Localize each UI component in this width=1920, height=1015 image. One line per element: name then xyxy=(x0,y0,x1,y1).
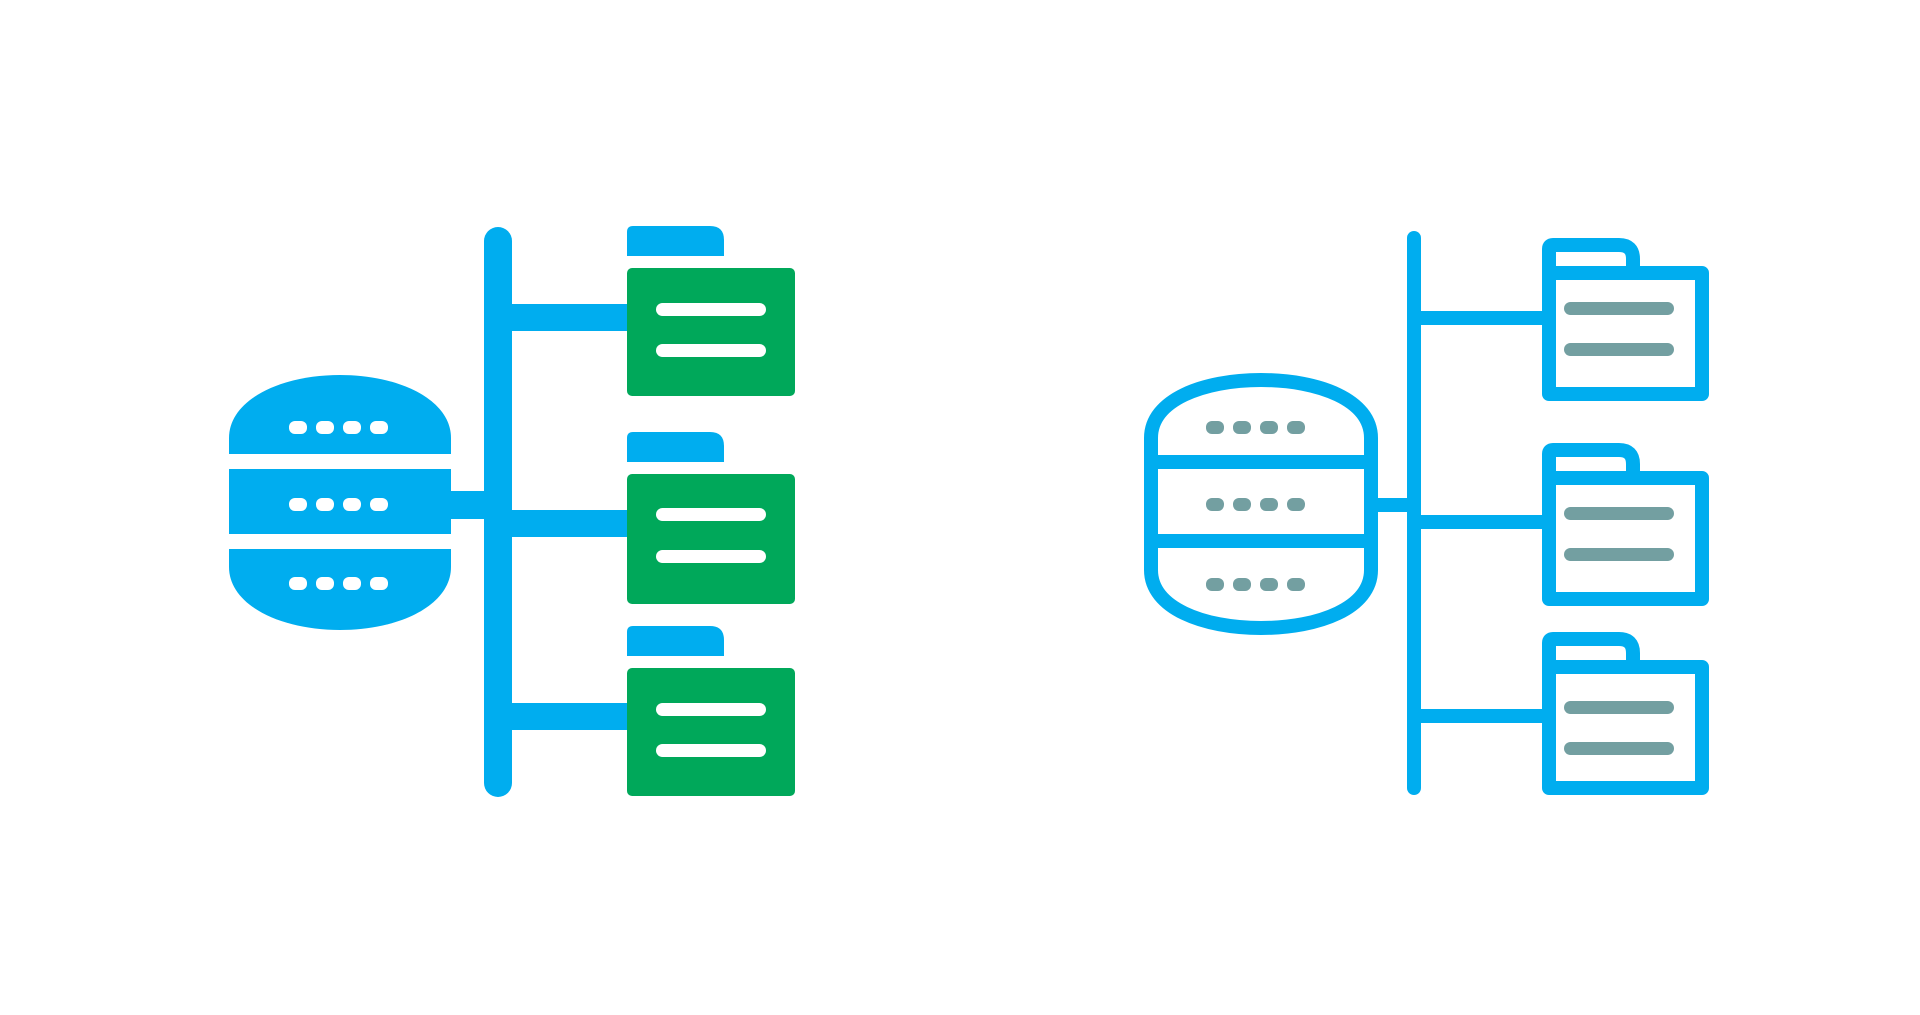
server-dot xyxy=(316,498,334,511)
server-dot xyxy=(370,421,388,434)
server-icon xyxy=(1144,373,1378,635)
server-dot xyxy=(343,577,361,590)
folder-icon xyxy=(627,626,795,796)
server-dot xyxy=(1287,421,1305,434)
folder-line xyxy=(1564,548,1674,561)
server-dot xyxy=(370,498,388,511)
server-dot xyxy=(1260,421,1278,434)
server-dot xyxy=(1260,578,1278,591)
folder-line xyxy=(656,744,766,757)
folder-outline xyxy=(1542,238,1709,401)
folder-body xyxy=(627,474,795,604)
server-dot xyxy=(1260,498,1278,511)
network-branch xyxy=(512,703,628,730)
server-dot xyxy=(289,577,307,590)
folder-line xyxy=(656,303,766,316)
server-dot xyxy=(1233,578,1251,591)
folder-line xyxy=(656,344,766,357)
server-dot xyxy=(289,421,307,434)
folder-icon xyxy=(1542,238,1709,401)
server-icon xyxy=(229,375,451,630)
server-connector xyxy=(451,491,484,519)
server-dot xyxy=(1206,578,1224,591)
server-dot xyxy=(1233,421,1251,434)
network-branch xyxy=(512,510,628,537)
folder-line xyxy=(1564,302,1674,315)
folder-line xyxy=(656,703,766,716)
folder-icon xyxy=(627,226,795,396)
server-dot xyxy=(370,577,388,590)
folder-line xyxy=(656,550,766,563)
folder-line xyxy=(1564,701,1674,714)
server-dot xyxy=(1233,498,1251,511)
folder-line xyxy=(1564,343,1674,356)
folder-line xyxy=(1564,742,1674,755)
server-folder-network-icon-outline xyxy=(1144,231,1709,795)
folder-outline xyxy=(1542,632,1709,795)
server-middle-segment xyxy=(229,469,451,534)
folder-tab xyxy=(627,626,724,656)
server-dot xyxy=(1287,578,1305,591)
server-status-dots xyxy=(289,421,388,590)
network-trunk xyxy=(484,227,512,797)
server-top-segment xyxy=(229,375,451,454)
server-folder-network-icon-filled xyxy=(229,226,795,797)
server-dot xyxy=(343,421,361,434)
server-dot xyxy=(1206,498,1224,511)
folder-outline xyxy=(1542,443,1709,606)
folder-body xyxy=(627,668,795,796)
server-dot xyxy=(316,577,334,590)
folder-body xyxy=(627,268,795,396)
folder-icon xyxy=(627,432,795,604)
folder-icon xyxy=(1542,632,1709,795)
folder-icon xyxy=(1542,443,1709,606)
folder-line xyxy=(1564,507,1674,520)
network-branch xyxy=(512,304,628,331)
folder-line xyxy=(656,508,766,521)
server-dot xyxy=(343,498,361,511)
server-dot xyxy=(1206,421,1224,434)
server-status-dots xyxy=(1206,421,1305,591)
folder-tab xyxy=(627,432,724,462)
server-dot xyxy=(1287,498,1305,511)
folder-tab xyxy=(627,226,724,256)
server-bottom-segment xyxy=(229,549,451,630)
server-dot xyxy=(316,421,334,434)
server-dot xyxy=(289,498,307,511)
server-outline xyxy=(1144,373,1378,635)
